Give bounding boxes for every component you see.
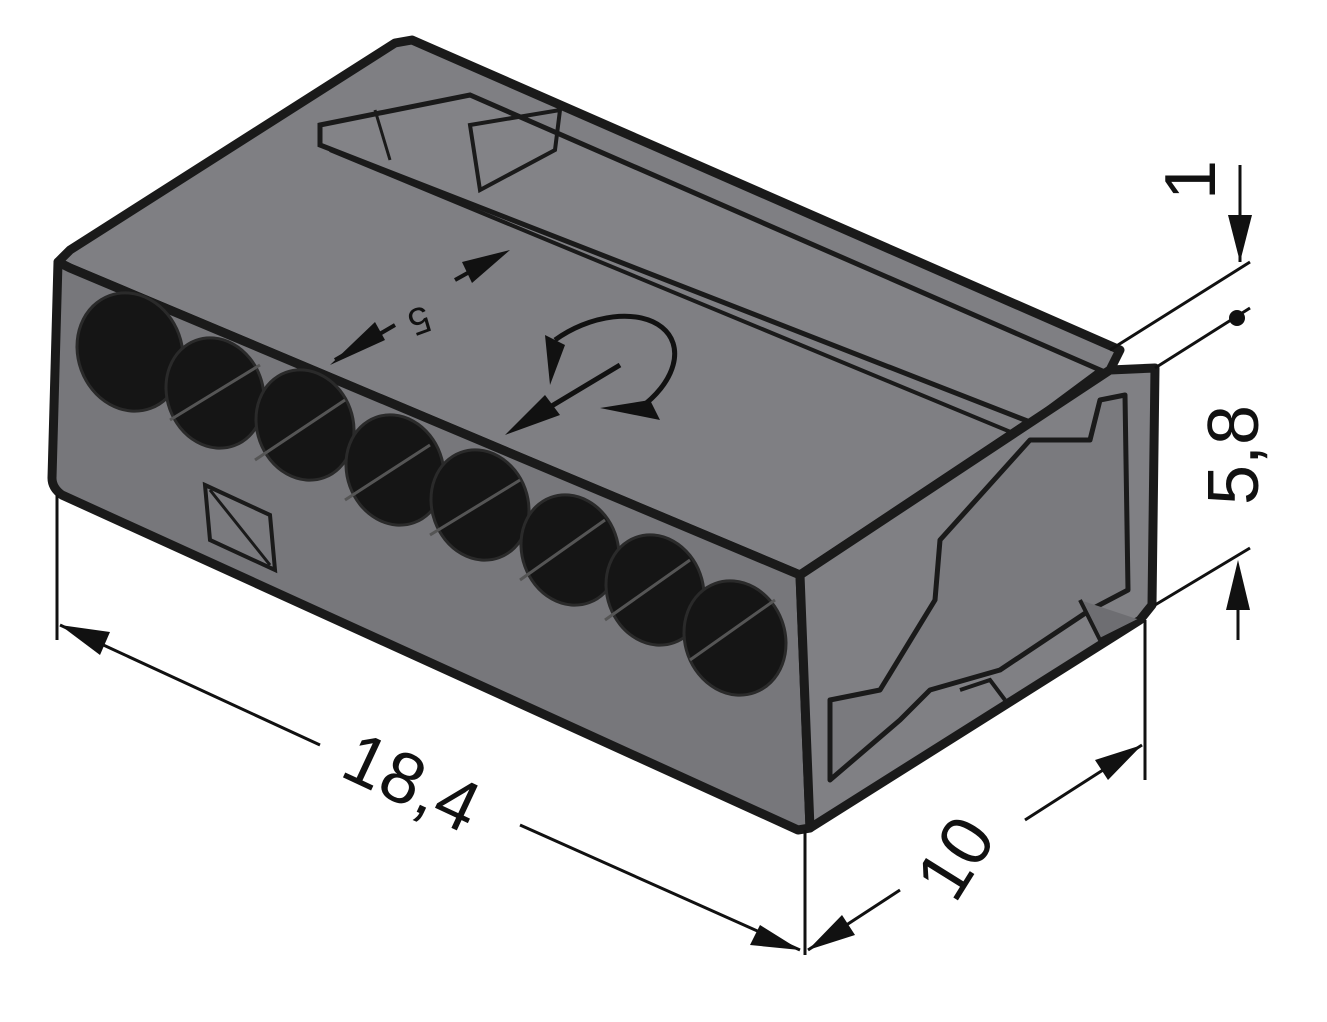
width-dimension-label: 10: [901, 803, 1011, 913]
height-dimension-label: 5,8: [1194, 405, 1274, 505]
length-dimension-label: 18,4: [331, 717, 492, 849]
entry-hole-6: [519, 493, 621, 607]
entry-hole-1: [75, 291, 185, 413]
entry-hole-7: [604, 533, 706, 647]
rotate-release-icon: [505, 313, 678, 435]
dimension-arrows: [60, 215, 1252, 950]
entry-hole-4: [344, 413, 446, 527]
offset-dimension-label: 1: [1151, 160, 1231, 200]
